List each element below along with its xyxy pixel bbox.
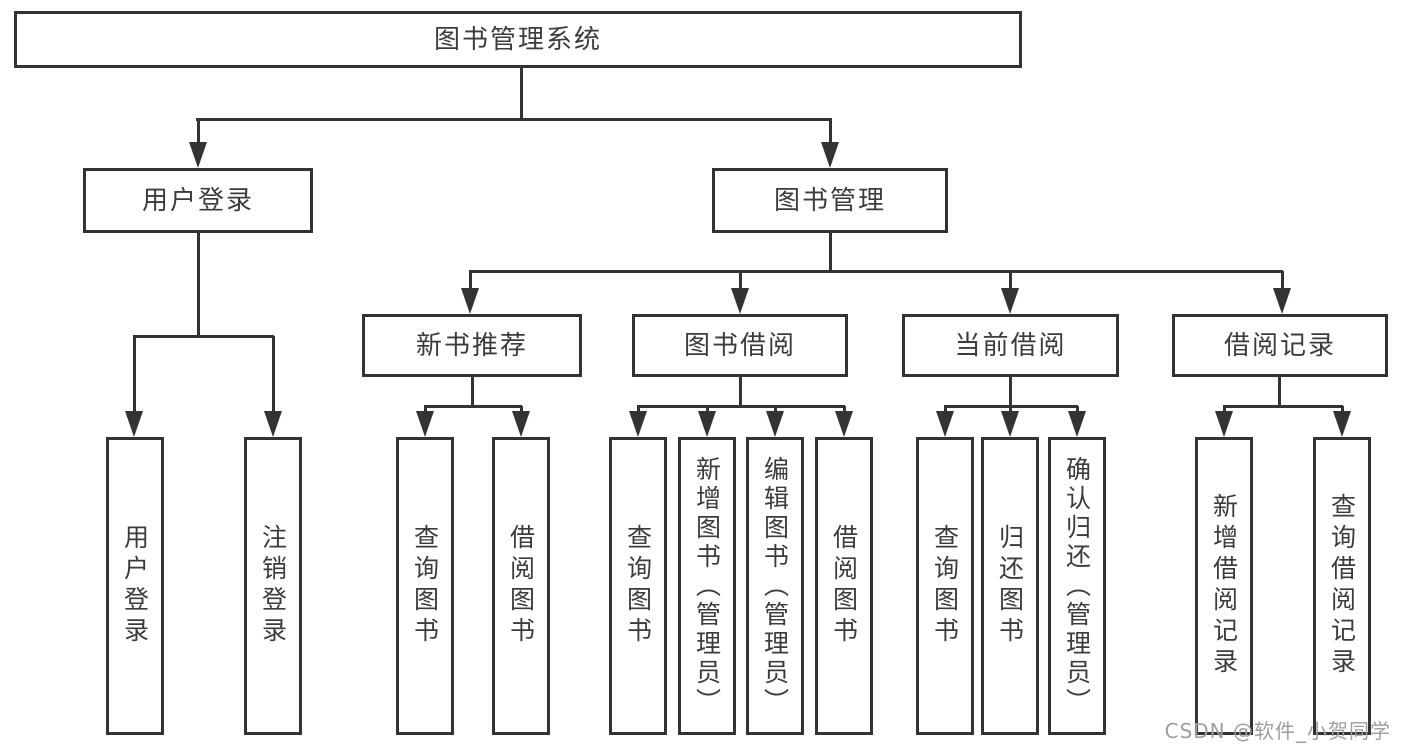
connector-line <box>1277 377 1281 407</box>
arrowhead-down-icon <box>629 411 647 437</box>
connector-line <box>1075 406 1079 411</box>
node-label: 查询图书 <box>930 524 960 648</box>
connector-line <box>271 336 275 411</box>
connector-line <box>519 68 523 120</box>
connector-line <box>519 406 523 411</box>
node-new-book-rec: 新书推荐 <box>362 314 582 377</box>
node-bb-edit: 编辑图书（管理员） <box>746 437 804 735</box>
node-cb-query: 查询图书 <box>916 437 974 735</box>
node-borrow-records: 借阅记录 <box>1172 314 1388 377</box>
node-label: 注销登录 <box>258 524 288 648</box>
node-cb-confirm: 确认归还（管理员） <box>1048 437 1106 735</box>
connector-line <box>1008 406 1012 411</box>
connector-line <box>424 404 522 408</box>
connector-line <box>828 119 832 142</box>
arrowhead-down-icon <box>264 411 282 437</box>
node-label: 借阅图书 <box>829 524 859 648</box>
connector-line <box>773 406 777 411</box>
node-bb-add: 新增图书（管理员） <box>678 437 736 735</box>
node-br-query: 查询借阅记录 <box>1313 437 1371 735</box>
connector-line <box>1223 404 1343 408</box>
node-label: 编辑图书（管理员） <box>760 455 790 717</box>
node-nb-query: 查询图书 <box>396 437 454 735</box>
arrowhead-down-icon <box>766 411 784 437</box>
arrowhead-down-icon <box>1001 411 1019 437</box>
node-book-mgmt: 图书管理 <box>712 168 948 233</box>
connector-line <box>1280 271 1284 288</box>
connector-line <box>132 336 136 411</box>
arrowhead-down-icon <box>1333 411 1351 437</box>
node-label: 用户登录 <box>141 185 254 216</box>
node-label: 确认归还（管理员） <box>1062 455 1092 717</box>
connector-line <box>738 271 742 288</box>
arrowhead-down-icon <box>936 411 954 437</box>
connector-line <box>133 334 274 338</box>
connector-line <box>842 406 846 411</box>
arrowhead-down-icon <box>512 411 530 437</box>
arrowhead-down-icon <box>125 411 143 437</box>
arrowhead-down-icon <box>416 411 434 437</box>
node-current-borrow: 当前借阅 <box>902 314 1119 377</box>
node-label: 新增借阅记录 <box>1209 493 1239 679</box>
node-label: 图书管理系统 <box>433 24 602 55</box>
node-label: 查询图书 <box>623 524 653 648</box>
connector-line <box>705 406 709 411</box>
node-label: 新书推荐 <box>415 330 528 361</box>
node-bb-query: 查询图书 <box>609 437 667 735</box>
node-nb-borrow: 借阅图书 <box>492 437 550 735</box>
arrowhead-down-icon <box>461 288 479 314</box>
connector-line <box>828 233 832 272</box>
connector-line <box>1340 406 1344 411</box>
connector-line <box>196 119 200 142</box>
node-label: 新增图书（管理员） <box>692 455 722 717</box>
node-root: 图书管理系统 <box>14 11 1022 68</box>
connector-line <box>196 233 200 337</box>
node-label: 借阅图书 <box>506 524 536 648</box>
node-label: 图书借阅 <box>683 330 796 361</box>
node-label: 用户登录 <box>120 524 150 648</box>
node-label: 查询借阅记录 <box>1327 493 1357 679</box>
node-user-login: 用户登录 <box>83 168 313 233</box>
connector-line <box>423 406 427 411</box>
arrowhead-down-icon <box>835 411 853 437</box>
connector-line <box>943 406 947 411</box>
arrowhead-down-icon <box>1215 411 1233 437</box>
connector-line <box>468 271 472 288</box>
connector-line <box>637 404 845 408</box>
node-label: 图书管理 <box>773 185 886 216</box>
arrowhead-down-icon <box>1068 411 1086 437</box>
connector-line <box>470 377 474 407</box>
connector-line <box>196 117 832 121</box>
node-ul-login: 用户登录 <box>106 437 164 735</box>
node-label: 查询图书 <box>410 524 440 648</box>
connector-line <box>636 406 640 411</box>
arrowhead-down-icon <box>189 142 207 168</box>
connector-line <box>738 377 742 407</box>
watermark: CSDN @软件_小贺同学 <box>1164 719 1391 743</box>
node-ul-logout: 注销登录 <box>244 437 302 735</box>
connector-line <box>1008 271 1012 288</box>
connector-line <box>1222 406 1226 411</box>
connector-line <box>469 269 1283 273</box>
arrowhead-down-icon <box>698 411 716 437</box>
node-cb-return: 归还图书 <box>981 437 1039 735</box>
arrowhead-down-icon <box>1001 288 1019 314</box>
arrowhead-down-icon <box>821 142 839 168</box>
node-label: 借阅记录 <box>1223 330 1336 361</box>
node-label: 归还图书 <box>995 524 1025 648</box>
node-label: 当前借阅 <box>954 330 1067 361</box>
node-bb-borrow: 借阅图书 <box>815 437 873 735</box>
connector-line <box>1008 377 1012 407</box>
node-book-borrow: 图书借阅 <box>632 314 848 377</box>
connector-line <box>944 404 1078 408</box>
node-br-add: 新增借阅记录 <box>1195 437 1253 735</box>
arrowhead-down-icon <box>1273 288 1291 314</box>
arrowhead-down-icon <box>731 288 749 314</box>
